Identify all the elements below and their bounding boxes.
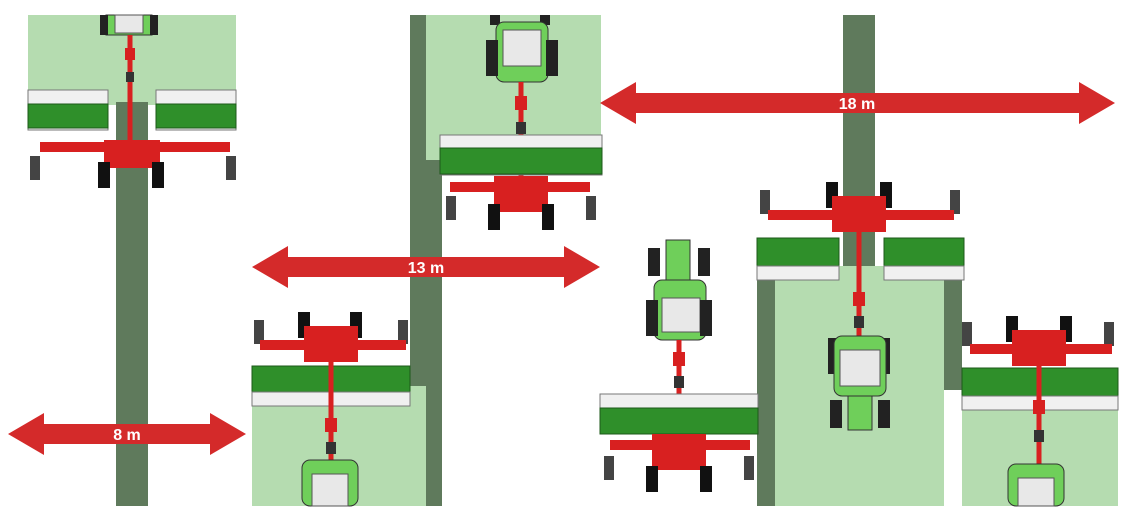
width-arrow-18m: 18 m	[600, 82, 1115, 124]
width-label-18m: 18 m	[839, 96, 875, 113]
seed-drill-13m-top	[439, 134, 603, 230]
width-label-8m: 8 m	[113, 427, 141, 444]
drawbar-13m-bottom	[325, 360, 337, 465]
tractor-track-18m-right	[944, 266, 962, 390]
seed-drill-18m-top	[756, 182, 965, 281]
drawbar-18m-center	[853, 232, 865, 340]
drawbar-8m	[125, 35, 135, 140]
tractor-13m-bottom	[301, 459, 359, 507]
tractor-8m	[100, 14, 158, 36]
seed-drill-18m-left	[599, 393, 759, 492]
tractor-13m-top	[486, 15, 558, 83]
seed-drill-8m	[27, 89, 237, 188]
tractor-18m-right	[1007, 463, 1065, 507]
tractor-18m-left	[646, 239, 712, 341]
width-arrow-13m: 13 m	[252, 246, 600, 288]
tractor-18m-center	[828, 335, 890, 431]
tractor-track-18m-left	[757, 266, 775, 506]
width-label-13m: 13 m	[408, 260, 444, 277]
width-arrow-8m: 8 m	[8, 413, 246, 455]
drawbar-18m-right	[1033, 366, 1045, 470]
